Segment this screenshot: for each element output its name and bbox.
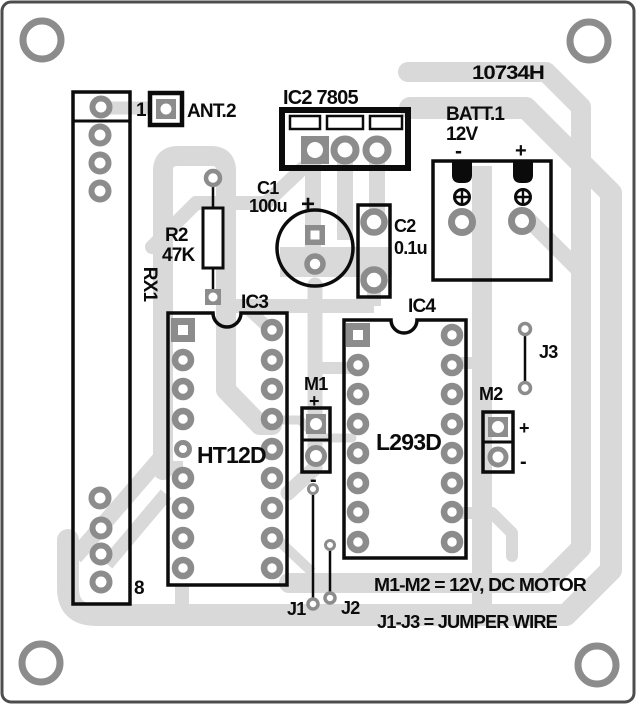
batt1-plus-sign: + xyxy=(515,140,526,162)
rx1-label: RX1 xyxy=(139,267,160,303)
ic4-part-label: L293D xyxy=(376,429,441,455)
ic3-pads-right xyxy=(260,318,284,580)
mounting-hole-bottom-right xyxy=(574,642,620,688)
j2-label: J2 xyxy=(341,598,360,618)
batt1-screw-plus xyxy=(514,188,532,206)
jumper-j3: J3 xyxy=(517,321,559,396)
ic2-pad2 xyxy=(330,135,360,165)
jumper-j1: J1 xyxy=(287,483,320,619)
ic3-outline xyxy=(166,311,289,587)
ic4-pads-right xyxy=(440,323,464,554)
mounting-hole-bottom-left xyxy=(18,640,64,686)
component-m2: M2 + - xyxy=(479,384,530,474)
r2-body xyxy=(201,206,225,270)
component-r2: R2 47K xyxy=(162,168,225,305)
batt1-label: BATT.1 xyxy=(446,104,505,125)
m2-plus-sign: + xyxy=(519,418,529,438)
component-ic3-ht12d: IC3 HT12D xyxy=(166,292,289,587)
ic2-pad3 xyxy=(362,135,392,165)
ic4-outline xyxy=(342,318,468,560)
ic3-part-label: HT12D xyxy=(197,442,266,468)
component-c1: C1 100u + xyxy=(249,178,355,288)
ic2-label: IC2 7805 xyxy=(283,87,358,109)
c1-label: C1 xyxy=(257,178,279,198)
component-c2: C2 0.1u xyxy=(356,203,428,299)
m1-minus-sign: - xyxy=(310,469,316,491)
m1-pad-minus xyxy=(305,445,327,467)
component-m1: M1 + - xyxy=(300,374,332,491)
jumper-j2: J2 xyxy=(323,539,361,618)
component-ic2-7805: IC2 7805 xyxy=(279,87,411,171)
board-code: 10734H xyxy=(472,63,544,84)
batt1-screw-minus xyxy=(453,188,471,206)
c2-outline xyxy=(356,203,392,299)
batt1-outline xyxy=(431,159,553,282)
component-batt1: BATT.1 12V - + xyxy=(431,104,553,282)
c2-value: 0.1u xyxy=(394,238,427,258)
m2-label: M2 xyxy=(479,384,503,404)
component-ant2: ANT.2 xyxy=(147,90,237,128)
batt1-pad-plus xyxy=(508,207,536,235)
rx1-pin1-label: 1 xyxy=(136,100,147,121)
batt1-tab-minus xyxy=(452,161,472,183)
rx1-pin8-label: 8 xyxy=(134,578,144,599)
c1-outline xyxy=(275,208,355,288)
r2-pad-top xyxy=(203,168,223,188)
rx1-outline xyxy=(71,90,132,606)
batt1-minus-sign: - xyxy=(455,140,462,163)
note-motors: M1-M2 = 12V, DC MOTOR xyxy=(374,575,587,595)
component-ic4-l293d: IC4 L293D xyxy=(342,296,468,560)
m2-pad-minus xyxy=(487,446,509,468)
mounting-hole-top-right xyxy=(566,18,612,64)
c1-value: 100u xyxy=(249,196,287,216)
mounting-hole-top-left xyxy=(19,17,65,63)
ic4-pads-left xyxy=(346,353,370,554)
ic3-label: IC3 xyxy=(241,292,268,313)
ic3-pads-left xyxy=(171,348,195,580)
j1-label: J1 xyxy=(287,599,306,619)
j3-label: J3 xyxy=(539,342,558,362)
ant2-label: ANT.2 xyxy=(187,101,236,122)
c2-pad-top xyxy=(360,208,388,236)
batt1-voltage: 12V xyxy=(446,124,479,145)
component-rx1: 1 8 RX1 xyxy=(71,90,160,606)
c2-pad-bottom xyxy=(360,266,388,294)
mounting-holes xyxy=(18,17,620,688)
c1-pad-minus xyxy=(304,253,326,275)
note-jumpers: J1-J3 = JUMPER WIRE xyxy=(377,612,558,632)
r2-label: R2 xyxy=(165,225,188,246)
ic4-label: IC4 xyxy=(408,296,436,317)
batt1-pad-minus xyxy=(448,208,476,236)
ic2-outline xyxy=(279,107,411,171)
m1-label: M1 xyxy=(304,374,328,394)
r2-value: 47K xyxy=(162,245,196,266)
c1-plus-sign: + xyxy=(301,191,315,218)
c2-label: C2 xyxy=(394,216,416,236)
m2-minus-sign: - xyxy=(520,451,526,473)
rx1-pads xyxy=(88,95,113,594)
m1-plus-sign: + xyxy=(309,391,319,411)
ant2-outline xyxy=(147,90,185,128)
batt1-tab-plus xyxy=(513,161,533,183)
